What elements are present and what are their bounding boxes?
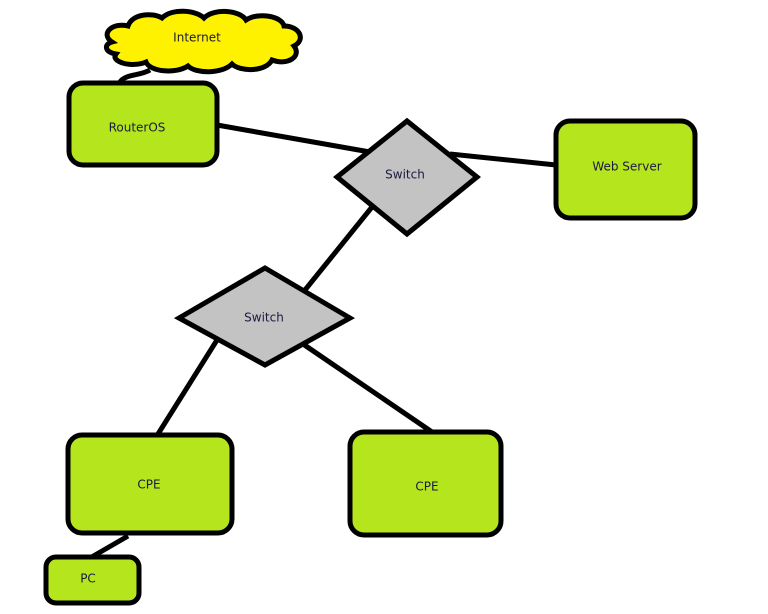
web-server-label: Web Server — [592, 160, 661, 174]
internet-cloud: Internet — [104, 8, 303, 75]
edge-switch-webserver — [449, 151, 557, 168]
switch-top-node: Switch — [333, 117, 481, 238]
edge-switch-cpe-left — [155, 338, 220, 436]
router-node: RouterOS — [66, 80, 220, 168]
cpe-right-label: CPE — [415, 480, 438, 494]
edge-switch-switch — [303, 205, 374, 292]
edge-internet-router — [117, 67, 152, 84]
cpe-left-node: CPE — [65, 432, 235, 536]
pc-node: PC — [43, 554, 142, 606]
cpe-left-label: CPE — [137, 478, 160, 492]
edge-switch-cpe-right — [301, 341, 434, 435]
switch-bottom-node: Switch — [173, 265, 356, 368]
switch-bottom-label: Switch — [244, 311, 284, 325]
router-label: RouterOS — [109, 121, 166, 135]
pc-label: PC — [80, 572, 96, 586]
edge-cpe-pc — [88, 533, 130, 561]
edge-router-switch — [216, 122, 371, 155]
switch-top-label: Switch — [385, 168, 425, 182]
internet-label: Internet — [173, 31, 221, 45]
cpe-right-node: CPE — [347, 429, 504, 538]
web-server-node: Web Server — [553, 118, 698, 221]
